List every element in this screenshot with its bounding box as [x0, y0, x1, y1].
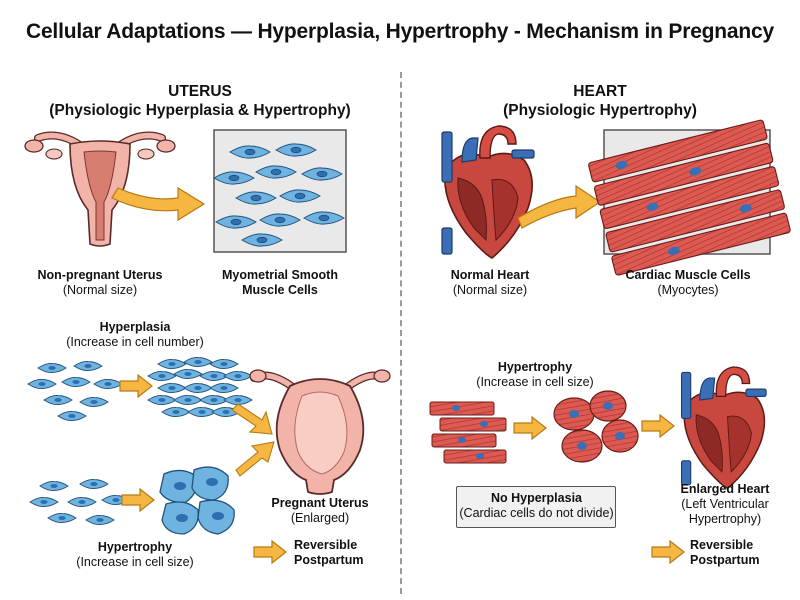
uterus-hypertrophy-sub: (Increase in cell size) — [76, 555, 194, 569]
uterus-heading: UTERUS — [168, 83, 232, 100]
uterus-hypertrophy-label: Hypertrophy — [97, 540, 173, 554]
cardiac-cells-sub: (Myocytes) — [657, 283, 719, 297]
normal-heart-label: Normal Heart — [450, 268, 530, 282]
nonpregnant-uterus-label: Non-pregnant Uterus — [37, 268, 163, 282]
uterus-subheading: (Physiologic Hyperplasia & Hypertrophy) — [49, 102, 351, 119]
pregnant-uterus-label: Pregnant Uterus — [271, 496, 369, 510]
pregnant-uterus-sub: (Enlarged) — [290, 511, 350, 525]
heart-hypertrophy-label: Hypertrophy — [497, 360, 573, 374]
enlarged-heart-label: Enlarged Heart — [680, 482, 770, 496]
nonpregnant-uterus-sub: (Normal size) — [62, 283, 138, 297]
uterus-reversible-label: Reversible — [294, 538, 358, 552]
uterus-hyperplasia-label: Hyperplasia — [99, 320, 171, 334]
normal-heart-sub: (Normal size) — [452, 283, 528, 297]
myometrial-cells-label: Myometrial Smooth — [222, 268, 338, 282]
heart-hypertrophy-sub: (Increase in cell size) — [476, 375, 594, 389]
no-hyperplasia-box — [456, 486, 616, 528]
no-hyperplasia-sub: (Cardiac cells do not divide) — [459, 506, 614, 520]
heart-postpartum-label: Postpartum — [690, 553, 760, 567]
page-title: Cellular Adaptations — Hyperplasia, Hype… — [25, 20, 774, 43]
myometrial-cells-label-2: Muscle Cells — [242, 283, 318, 297]
section-divider — [400, 72, 402, 594]
heart-subheading: (Physiologic Hypertrophy) — [503, 102, 697, 119]
heart-reversible-label: Reversible — [690, 538, 754, 552]
heart-heading: HEART — [573, 83, 627, 100]
enlarged-heart-sub: (Left Ventricular — [681, 497, 769, 511]
enlarged-heart-sub-2: Hypertrophy) — [688, 512, 762, 526]
cardiac-cells-label: Cardiac Muscle Cells — [625, 268, 751, 282]
uterus-hyperplasia-sub: (Increase in cell number) — [66, 335, 204, 349]
no-hyperplasia-label: No Hyperplasia — [490, 491, 582, 505]
uterus-postpartum-label: Postpartum — [294, 553, 364, 567]
